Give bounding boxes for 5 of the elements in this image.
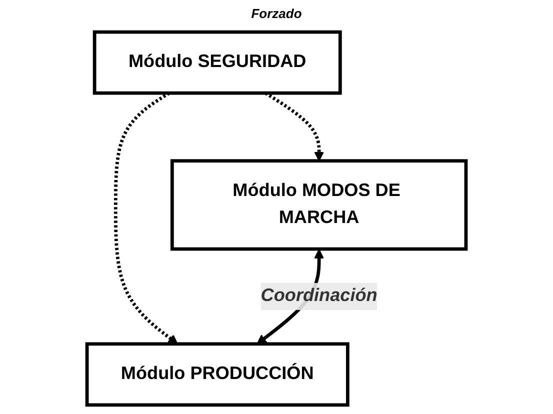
node-box: Módulo MODOS DE MARCHA (170, 159, 468, 251)
edge-label: Coordinación (260, 286, 378, 306)
node-box: Módulo SEGURIDAD (92, 30, 342, 95)
node-box: Módulo PRODUCCIÓN (85, 342, 350, 407)
annotation-text: Forzado (251, 6, 302, 21)
